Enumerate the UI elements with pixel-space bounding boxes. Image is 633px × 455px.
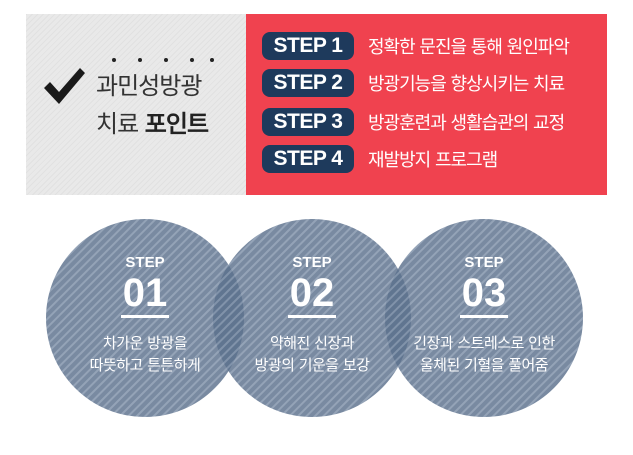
circle-number: 02 bbox=[287, 273, 337, 318]
step-text: 방광훈련과 생활습관의 교정 bbox=[368, 113, 565, 134]
circle-3 bbox=[385, 219, 583, 417]
step-row-4: STEP 4 재발방지 프로그램 bbox=[262, 145, 498, 173]
circle-2 bbox=[213, 219, 411, 417]
step-badge: STEP 1 bbox=[262, 32, 354, 60]
checkmark-icon bbox=[44, 68, 85, 104]
step-text: 정확한 문진을 통해 원인파악 bbox=[368, 37, 570, 58]
circle-number: 01 bbox=[120, 273, 170, 318]
steps-panel: STEP 1 정확한 문진을 통해 원인파악 STEP 2 방광기능을 향상시키… bbox=[246, 14, 607, 195]
step-text: 방광기능을 향상시키는 치료 bbox=[368, 74, 565, 95]
emphasis-dots bbox=[102, 58, 214, 66]
title-panel: 과민성방광 치료 포인트 bbox=[26, 14, 246, 195]
title-line-2: 치료 포인트 bbox=[96, 110, 209, 138]
step-badge: STEP 4 bbox=[262, 145, 354, 173]
treatment-points-banner: 과민성방광 치료 포인트 STEP 1 정확한 문진을 통해 원인파악 STEP… bbox=[26, 14, 607, 195]
circle-step-label: STEP bbox=[292, 254, 332, 271]
step-badge: STEP 2 bbox=[262, 69, 354, 97]
step-row-1: STEP 1 정확한 문진을 통해 원인파악 bbox=[262, 32, 570, 60]
circle-1 bbox=[46, 219, 244, 417]
circle-step-label: STEP bbox=[125, 254, 165, 271]
step-text: 재발방지 프로그램 bbox=[368, 150, 498, 171]
step-badge: STEP 3 bbox=[262, 108, 354, 136]
step-row-3: STEP 3 방광훈련과 생활습관의 교정 bbox=[262, 108, 565, 136]
circle-step-label: STEP bbox=[464, 254, 504, 271]
circle-number: 03 bbox=[459, 273, 509, 318]
title-line-1: 과민성방광 bbox=[96, 72, 202, 100]
step-row-2: STEP 2 방광기능을 향상시키는 치료 bbox=[262, 69, 565, 97]
